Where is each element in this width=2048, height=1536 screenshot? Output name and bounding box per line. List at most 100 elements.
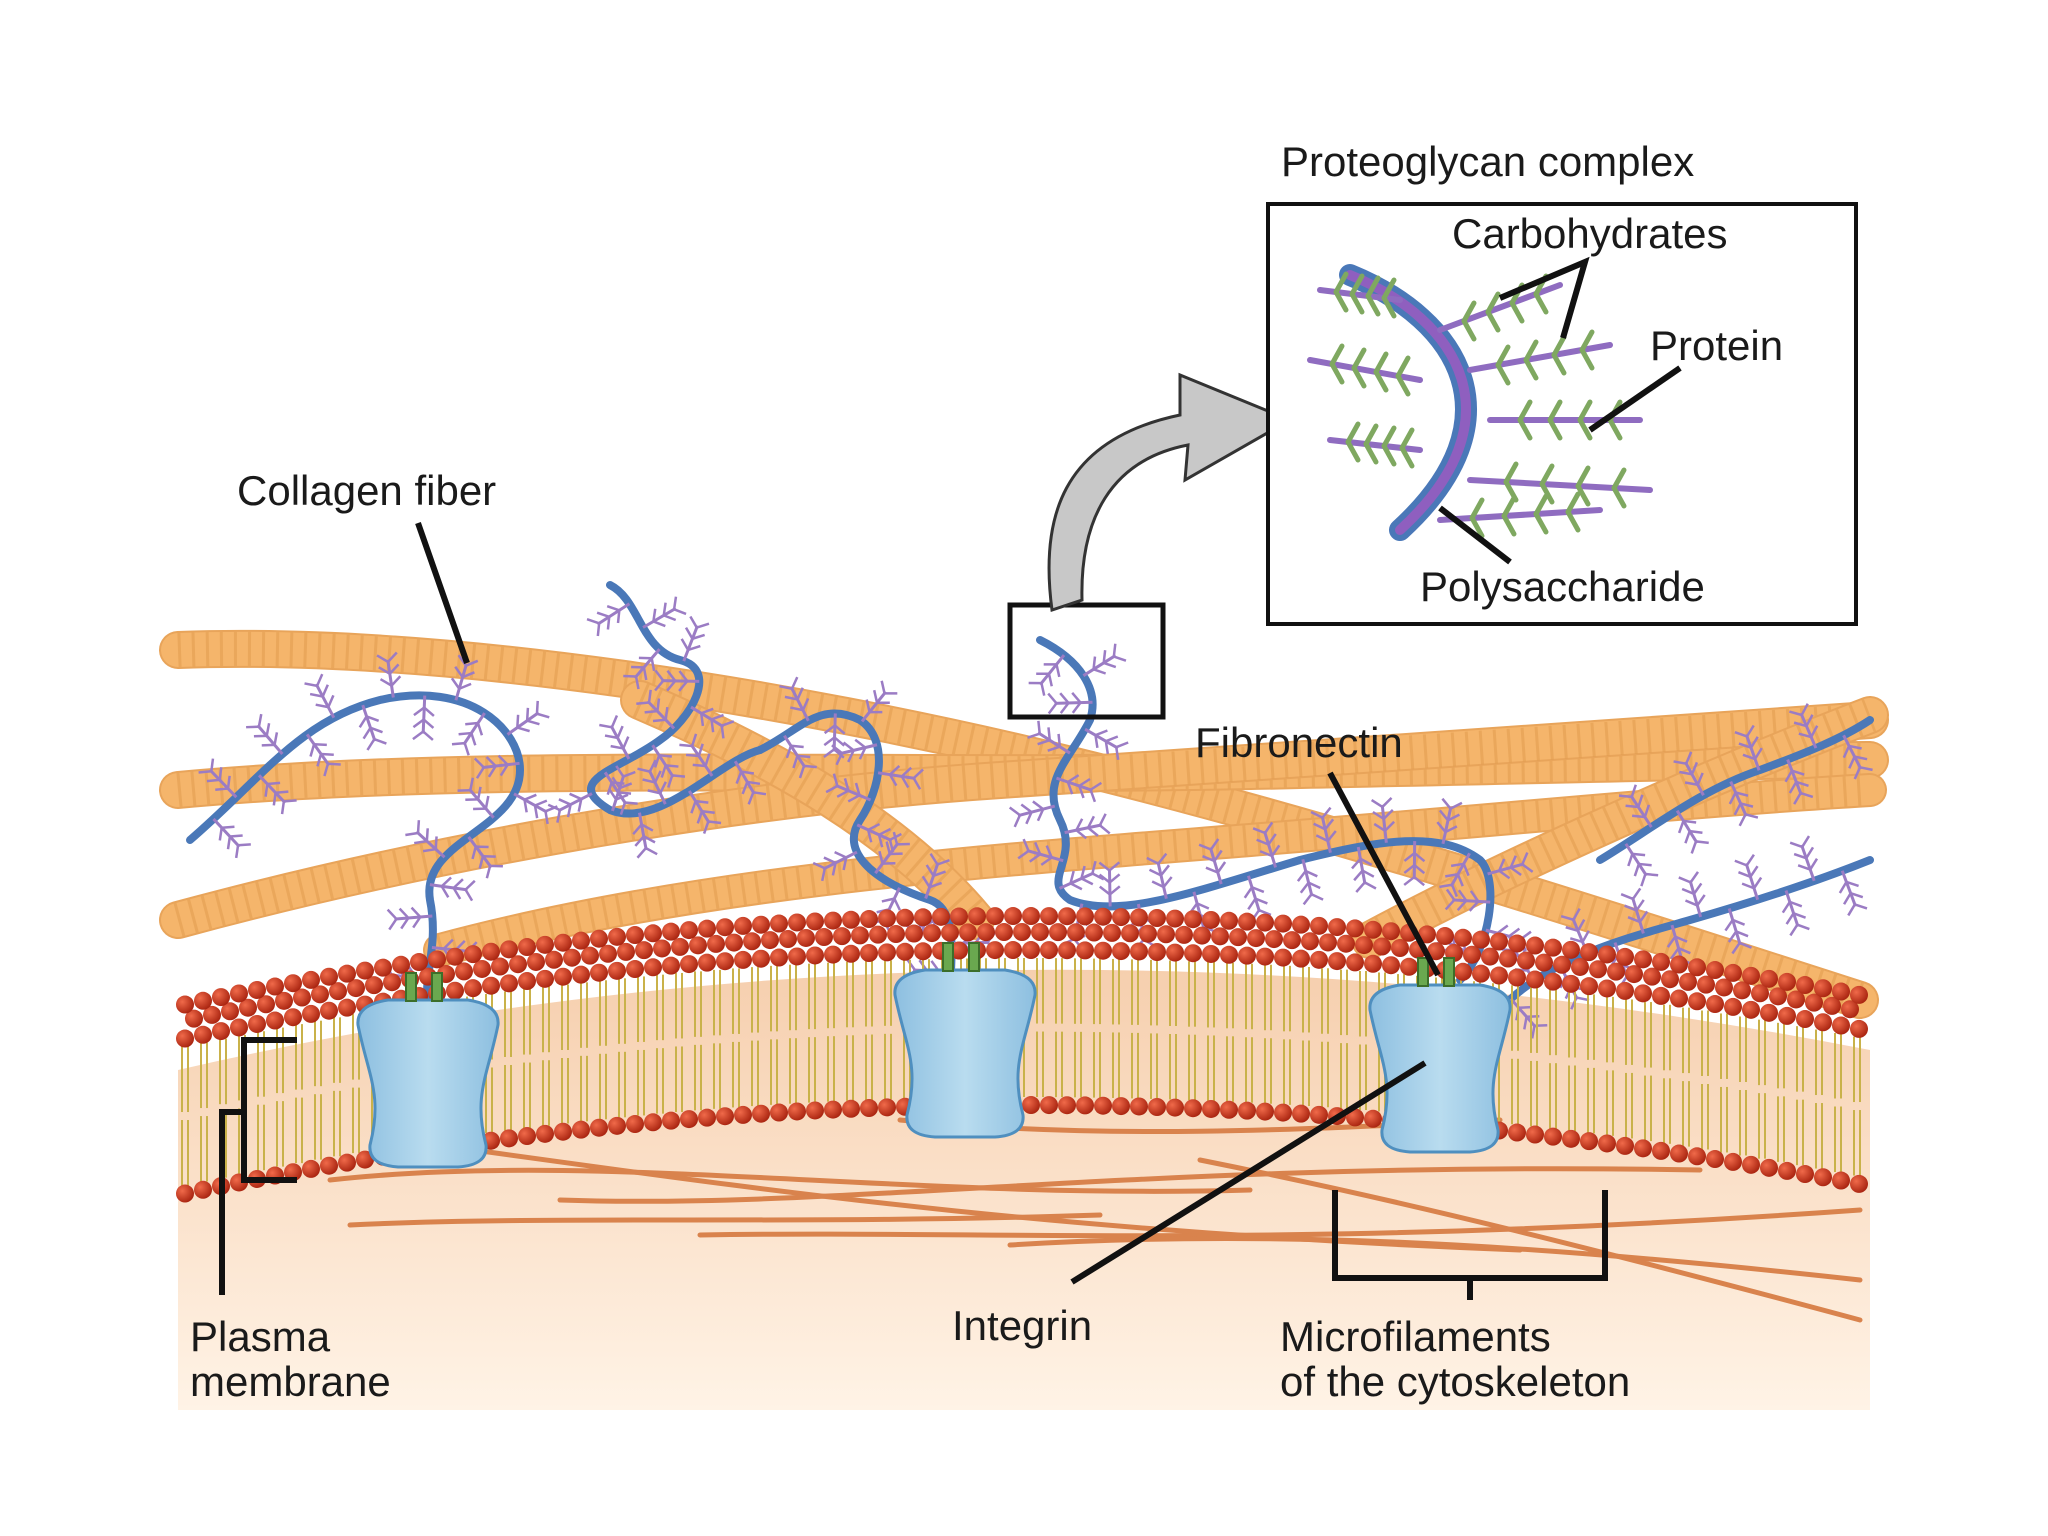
branch [1729,780,1748,817]
phospholipid-head [698,1108,716,1127]
phospholipid-head [1148,909,1166,928]
phospholipid-head [1796,1010,1814,1029]
inset-carbohydrate [1579,347,1595,371]
sub-branch [616,610,621,624]
phospholipid-head [1112,1097,1130,1116]
phospholipid-head [968,907,986,926]
sub-branch [678,670,689,682]
sub-branch [1695,840,1709,845]
sub-branch [1572,907,1581,921]
sub-branch [842,741,855,752]
branch [1192,891,1206,929]
phospholipid-head [878,943,896,962]
sub-branch [226,836,232,850]
phospholipid-head [518,938,536,957]
branch [513,792,548,814]
phospholipid-head [1301,932,1319,951]
phospholipid-head [1742,1155,1760,1174]
branch [682,625,699,662]
sub-branch [1509,866,1522,877]
sub-branch [1795,780,1809,787]
branch [1800,844,1816,882]
phospholipid-head [1724,963,1742,982]
phospholipid-head [239,998,257,1017]
inset-carbohydrate [1363,423,1379,447]
sub-branch [473,757,485,769]
sub-branch [1854,755,1868,761]
sub-branch [1198,843,1212,851]
sub-branch [1071,701,1082,714]
sub-branch [1789,710,1803,717]
sub-branch [1444,825,1458,834]
sub-branch [1066,781,1074,795]
sub-branch [1696,772,1704,786]
sub-branch [1850,892,1864,899]
phospholipid-head [1670,955,1688,974]
branch [733,760,756,795]
inset-carbohydrate [1399,427,1415,451]
sub-branch [1413,864,1426,875]
phospholipid-head [1526,970,1544,989]
phospholipid-head [1463,945,1481,964]
phospholipid-head [860,910,878,929]
inset-carbohydrate [1533,493,1549,517]
sub-branch [872,689,879,703]
phospholipid-head [950,907,968,926]
sub-branch [680,638,690,651]
sub-branch [1576,996,1590,1002]
sub-branch [1094,734,1099,749]
sub-branch [1037,720,1041,734]
phospholipid-head [752,949,770,968]
sub-branch [654,669,665,682]
sub-branch [1252,827,1266,835]
sub-branch [366,738,376,751]
inset-carbohydrate [1503,461,1519,485]
sub-branch [1099,885,1111,896]
sub-branch [652,620,666,628]
phospholipid-head [734,916,752,935]
sub-branch [1796,923,1810,931]
phospholipid-head [1265,930,1283,949]
phospholipid-head [644,958,662,977]
sub-branch [388,663,400,675]
inset-carbohydrate [1547,399,1563,423]
branch [394,914,433,921]
phospholipid-head [1220,945,1238,964]
sub-branch [1355,881,1366,893]
phospholipid-head [1454,928,1472,947]
sub-branch [823,856,837,865]
sub-branch [450,677,461,690]
integrin-protein [1368,983,1512,1154]
sub-branch [1689,871,1700,884]
phospholipid-head [734,950,752,969]
sub-branch [499,764,509,777]
phospholipid-head [572,931,590,950]
sub-branch [1805,714,1814,727]
phospholipid-head [680,921,698,940]
phospholipid-head [1652,1141,1670,1160]
phospholipid-head [1022,941,1040,960]
phospholipid-head [680,955,698,974]
microfilament [1007,1235,1863,1283]
sub-branch [785,745,793,759]
sub-branch [1447,813,1460,822]
sub-branch [1635,899,1645,912]
phospholipid-head [806,1101,824,1120]
phospholipid-head [1850,1019,1868,1038]
inset-carbohydrate [1345,439,1361,463]
sub-branch [1243,886,1253,899]
sub-branch [803,764,817,769]
branch [646,700,676,730]
sub-branch [1359,857,1373,866]
sub-branch [667,774,674,788]
phospholipid-head [716,1107,734,1126]
collagen-fiber [622,682,993,938]
sub-branch [1638,910,1649,923]
sub-branch [1353,869,1364,882]
phospholipid-head [590,1118,608,1137]
sub-branch [1741,882,1755,890]
branch [1786,758,1803,796]
branch [386,659,395,698]
branch [257,774,287,804]
phospholipid-head [896,908,914,927]
